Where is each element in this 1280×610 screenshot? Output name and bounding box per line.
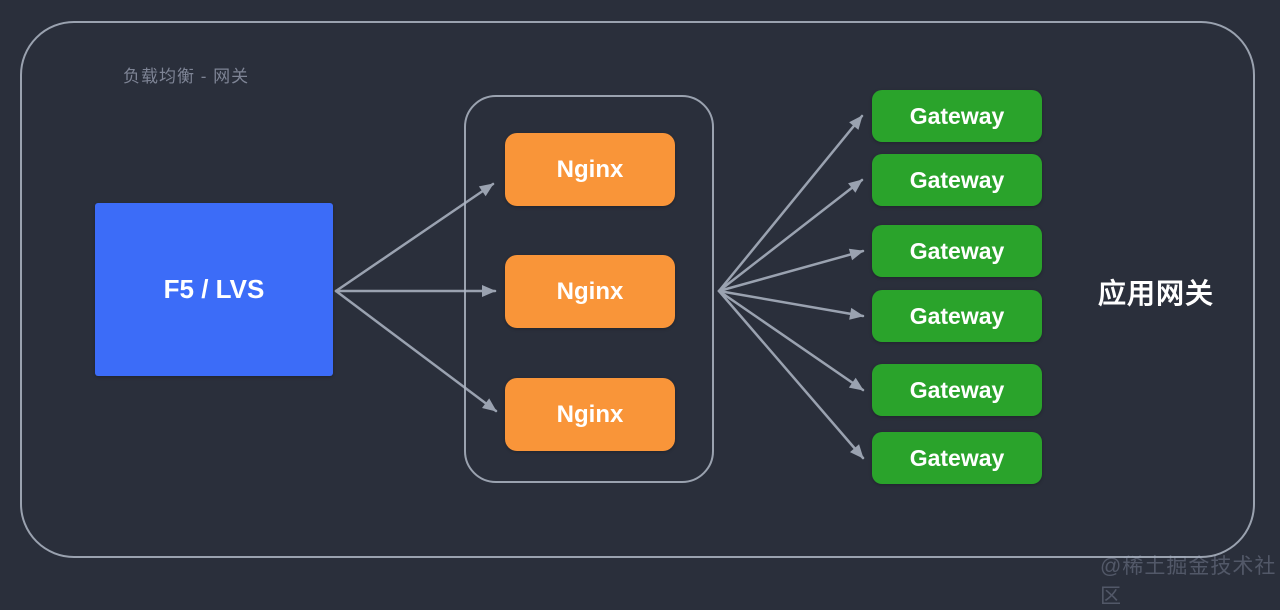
node-gateway-5: Gateway xyxy=(872,364,1042,416)
node-gateway-3-label: Gateway xyxy=(909,237,1005,264)
node-gateway-3: Gateway xyxy=(872,225,1042,277)
node-gateway-4: Gateway xyxy=(872,290,1042,342)
node-gateway-1: Gateway xyxy=(872,90,1042,142)
node-gateway-1-label: Gateway xyxy=(909,102,1005,129)
node-gateway-6-label: Gateway xyxy=(909,444,1005,471)
arrow-f5-to-nginx-1 xyxy=(334,182,495,293)
node-gateway-2-label: Gateway xyxy=(909,166,1005,193)
node-gateway-5-label: Gateway xyxy=(909,376,1005,403)
nginx-group-frame xyxy=(464,95,714,483)
node-nginx-1-label: Nginx xyxy=(556,155,624,183)
arrow-nginx-to-gateway-6 xyxy=(717,289,865,460)
node-gateway-2: Gateway xyxy=(872,154,1042,206)
arrow-f5-to-nginx-3 xyxy=(334,289,498,413)
arrow-nginx-to-gateway-3 xyxy=(717,248,865,293)
node-nginx-3: Nginx xyxy=(505,378,675,451)
diagram-canvas: 负载均衡 - 网关 F5 / LVS Nginx Nginx Nginx xyxy=(20,21,1276,608)
diagram-title: 负载均衡 - 网关 xyxy=(123,67,250,86)
outer-frame xyxy=(20,21,1255,558)
connector-layer xyxy=(334,114,865,460)
watermark: @稀土掘金技术社区 xyxy=(1100,555,1277,608)
arrow-nginx-to-gateway-1 xyxy=(717,114,864,293)
arrow-nginx-to-gateway-5 xyxy=(717,289,865,392)
arrow-nginx-to-gateway-4 xyxy=(717,289,865,320)
gateway-group-label: 应用网关 xyxy=(1098,278,1215,309)
node-f5-lvs: F5 / LVS xyxy=(95,203,333,376)
node-gateway-6: Gateway xyxy=(872,432,1042,484)
node-gateway-4-label: Gateway xyxy=(909,302,1005,329)
node-nginx-2-label: Nginx xyxy=(556,277,624,305)
arrow-nginx-to-gateway-2 xyxy=(717,178,864,293)
node-nginx-2: Nginx xyxy=(505,255,675,328)
node-f5-lvs-label: F5 / LVS xyxy=(163,274,265,304)
node-nginx-1: Nginx xyxy=(505,133,675,206)
node-nginx-3-label: Nginx xyxy=(556,400,624,428)
